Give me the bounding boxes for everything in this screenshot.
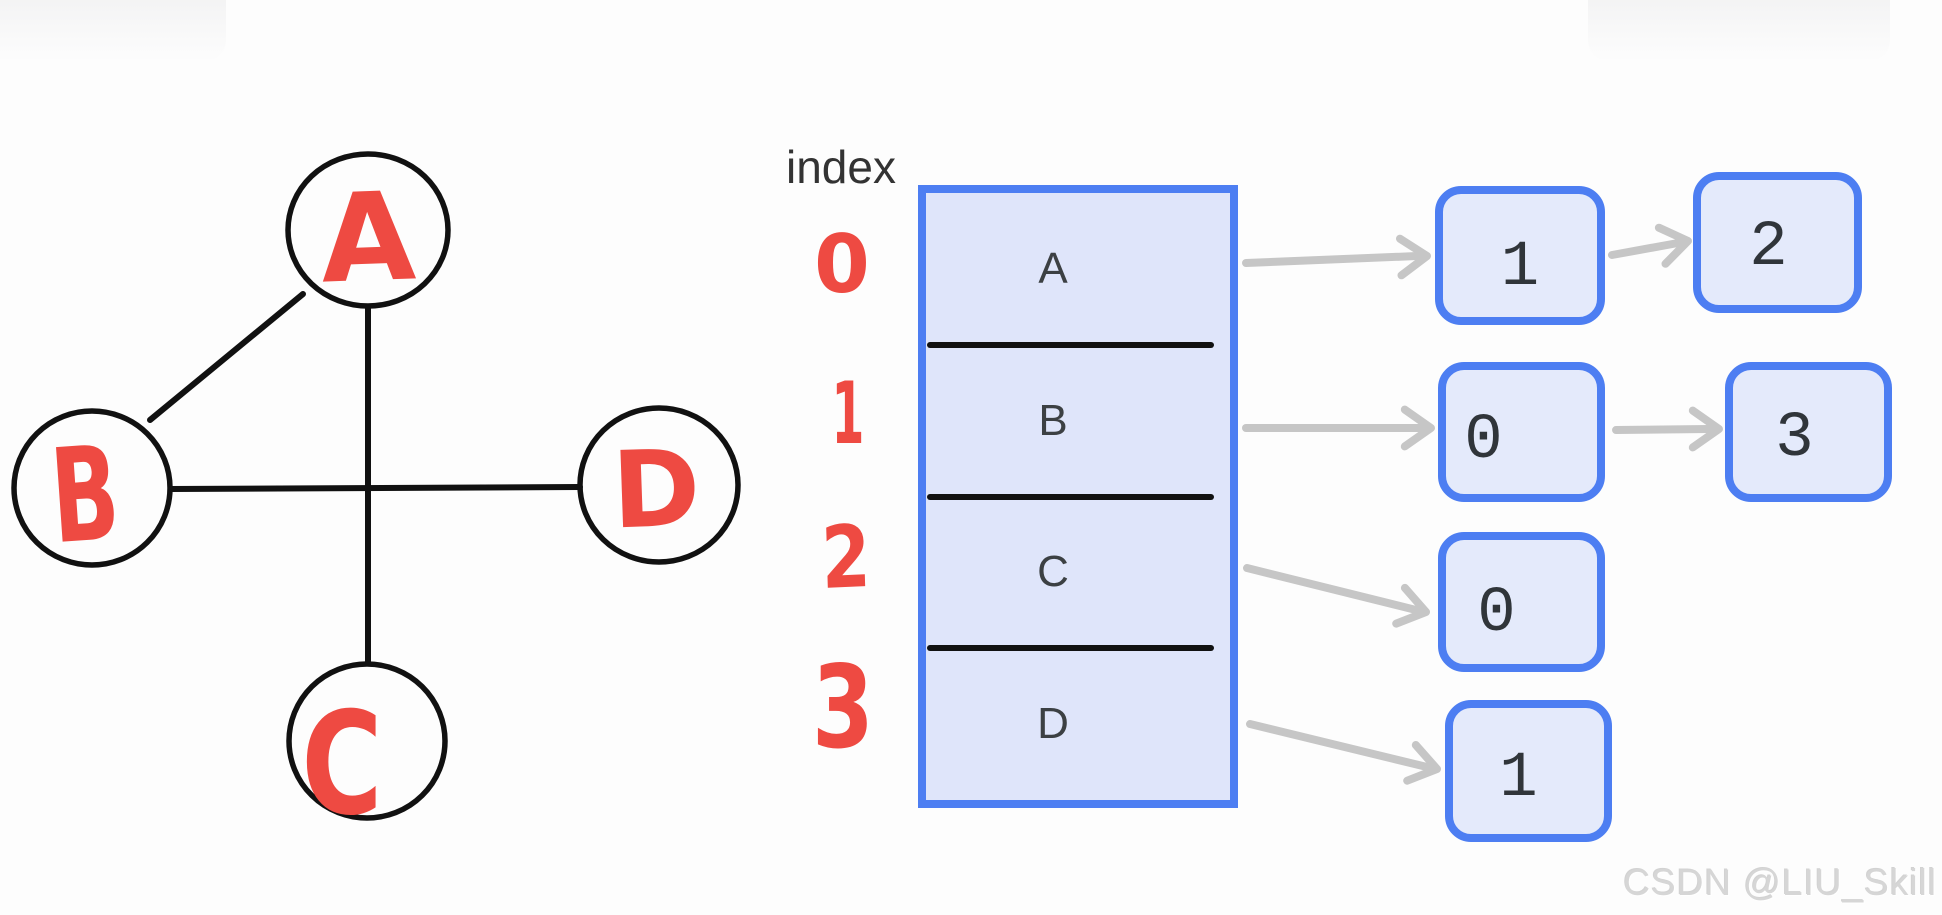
graph-node-label-b: B [46, 416, 124, 574]
array-cell-d: D [926, 648, 1230, 800]
linked-list-node: 1 [1445, 700, 1612, 842]
linked-list-node: 3 [1725, 362, 1892, 502]
linked-list-node-value: 3 [1775, 403, 1814, 475]
arrow-b-to-0 [1242, 405, 1435, 451]
array-cell-label: C [1037, 547, 1069, 597]
linked-list-node: 2 [1693, 172, 1862, 313]
arrow-a-to-1 [1242, 234, 1431, 280]
linked-list-node: 1 [1435, 186, 1605, 325]
array-cell-c: C [926, 497, 1230, 651]
array-cell-label: B [1038, 395, 1068, 445]
linked-list-node-value: 0 [1477, 578, 1516, 650]
linked-list-node: 0 [1438, 532, 1605, 672]
linked-list-node-value: 0 [1464, 405, 1503, 477]
index-value-1: 1 [831, 364, 865, 464]
index-value-0: 0 [814, 217, 870, 311]
arrow-c-to-0 [1243, 564, 1430, 628]
index-value-2: 2 [820, 506, 872, 610]
array-cell-b: B [926, 345, 1230, 500]
graph-edge-b-d [168, 484, 583, 492]
watermark: CSDN @LIU_Skill [1623, 862, 1937, 903]
linked-list-node-value: 1 [1500, 231, 1540, 304]
index-column-header: index [786, 141, 896, 193]
index-value-3: 3 [812, 640, 874, 774]
linked-list-node-value: 1 [1499, 743, 1538, 815]
graph-node-label-c: C [301, 681, 383, 847]
arrow-0-to-3 [1612, 406, 1723, 452]
graph-node-label-a: A [318, 165, 418, 311]
graph-node-label-d: D [609, 426, 703, 552]
array-cell-label: A [1038, 243, 1068, 293]
arrow-1-to-2 [1608, 223, 1692, 268]
array-cell-a: A [926, 193, 1230, 348]
linked-list-node: 0 [1438, 362, 1605, 502]
adjacency-array: A B C D [918, 185, 1238, 808]
arrow-d-to-1 [1246, 720, 1441, 785]
array-cell-label: D [1037, 699, 1069, 749]
linked-list-node-value: 2 [1749, 211, 1788, 284]
graph-edge-a-b [147, 291, 306, 423]
